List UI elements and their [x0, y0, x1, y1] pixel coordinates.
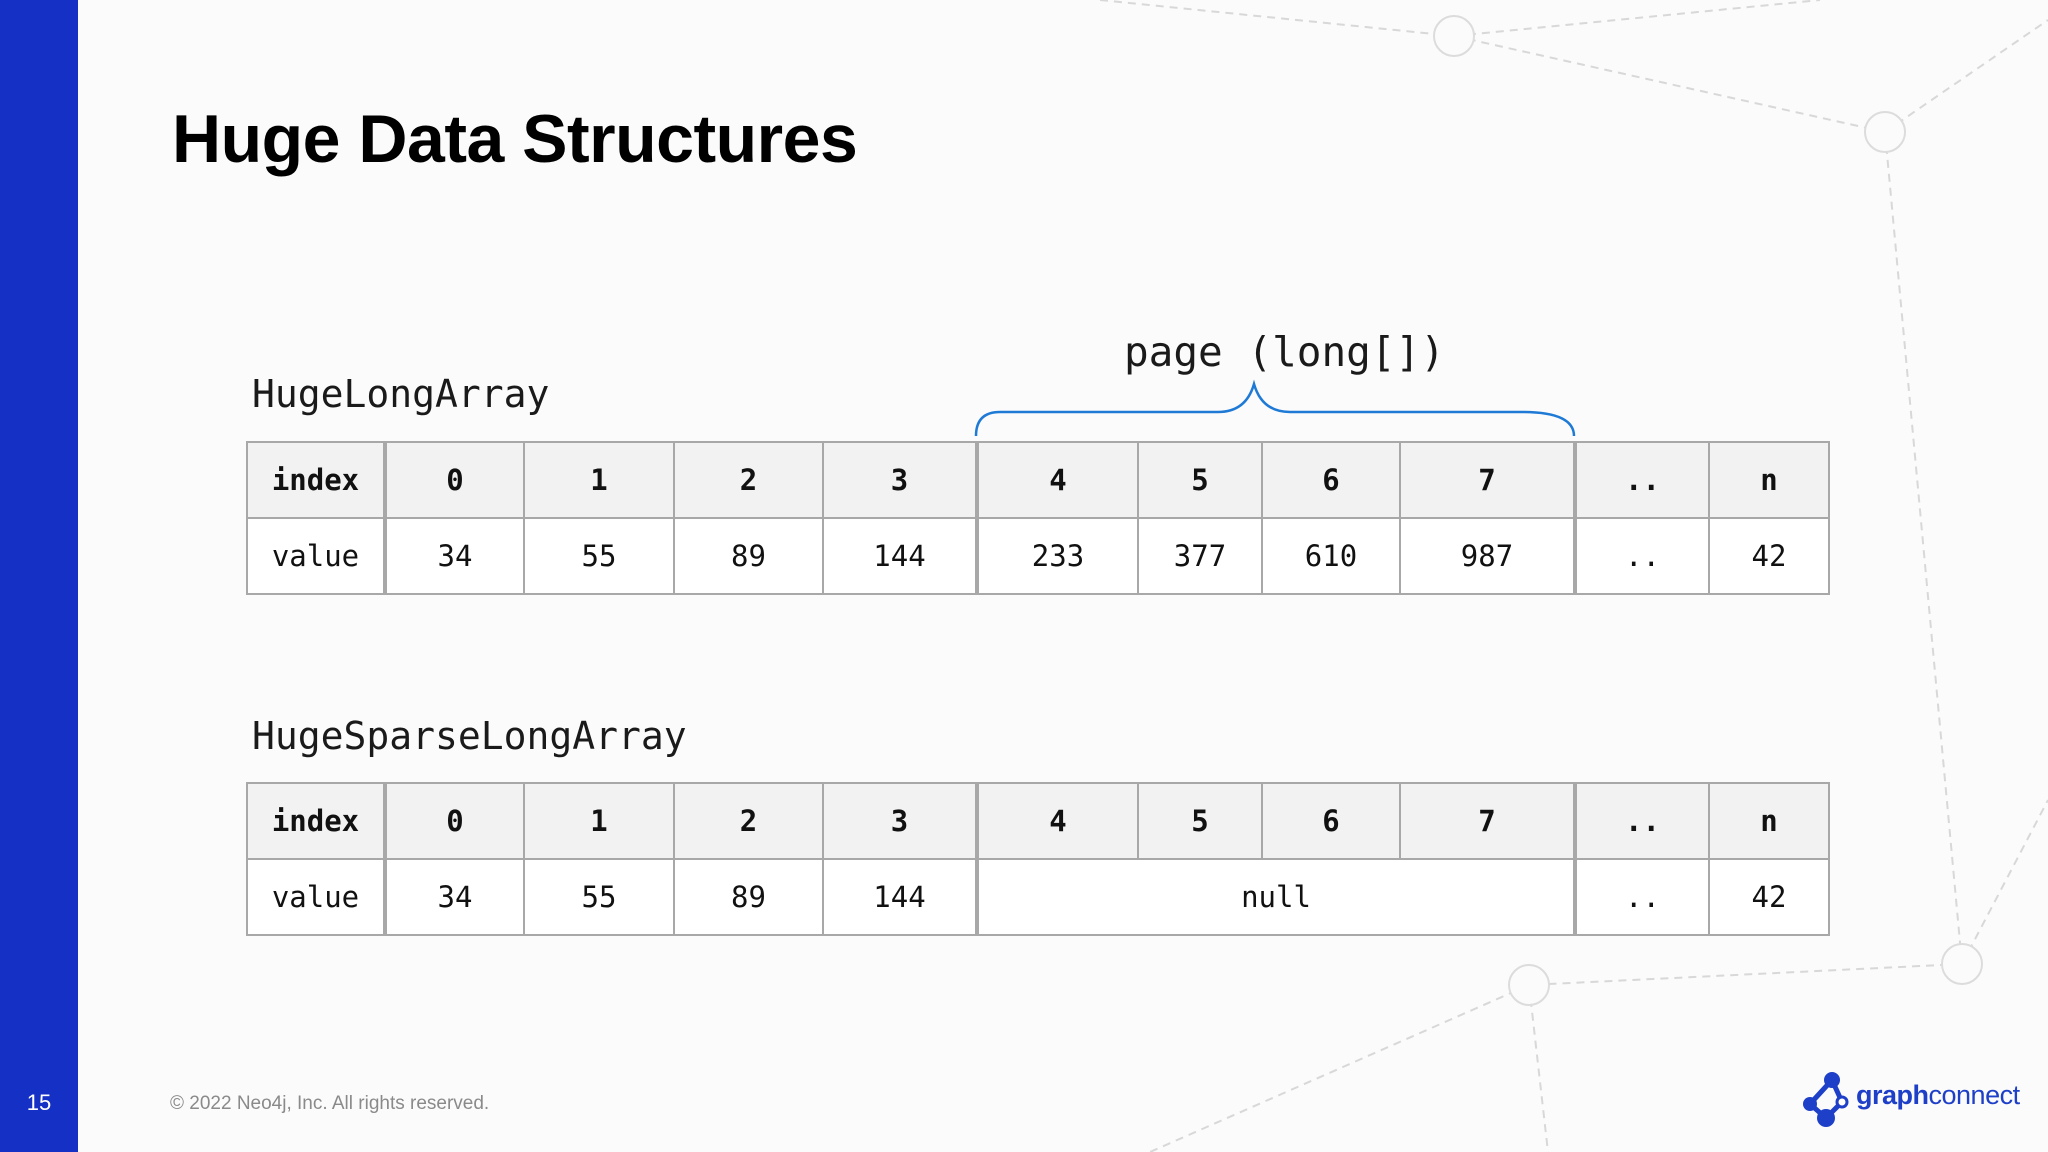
index-cell: .. [1574, 782, 1710, 860]
huge-sparse-long-array-label: HugeSparseLongArray [252, 714, 687, 758]
index-cell: 0 [384, 441, 525, 519]
value-header-cell: value [246, 858, 387, 936]
table-row-value: value 34 55 89 144 null .. 42 [246, 858, 1830, 936]
huge-long-array-label: HugeLongArray [252, 372, 550, 416]
index-cell: 1 [523, 782, 675, 860]
value-cell: 42 [1708, 517, 1830, 595]
index-cell: 4 [976, 782, 1139, 860]
index-cell: 2 [673, 441, 824, 519]
left-accent-bar [0, 0, 78, 1152]
value-cell: 610 [1261, 517, 1401, 595]
logo-wordmark-rest: connect [1928, 1080, 2021, 1110]
table-row-value: value 34 55 89 144 233 377 610 987 .. 42 [246, 517, 1830, 595]
index-cell: 1 [523, 441, 675, 519]
index-cell: 5 [1137, 782, 1263, 860]
value-cell: 144 [822, 858, 979, 936]
logo-wordmark-bold: graph [1856, 1080, 1929, 1110]
slide-number: 15 [26, 1090, 52, 1115]
table-row-index: index 0 1 2 3 4 5 6 7 .. n [246, 441, 1830, 519]
slide-title: Huge Data Structures [172, 101, 858, 177]
index-cell: 0 [384, 782, 525, 860]
index-cell: n [1708, 782, 1830, 860]
index-cell: .. [1574, 441, 1710, 519]
index-cell: 5 [1137, 441, 1263, 519]
value-cell: 144 [822, 517, 979, 595]
graphconnect-logo: graphconnect [1798, 1068, 2020, 1128]
value-cell: 55 [523, 517, 675, 595]
value-cell: 55 [523, 858, 675, 936]
null-page-cell: null [976, 858, 1577, 936]
copyright-footer: © 2022 Neo4j, Inc. All rights reserved. [170, 1093, 490, 1114]
value-cell: 42 [1708, 858, 1830, 936]
table-row-index: index 0 1 2 3 4 5 6 7 .. n [246, 782, 1830, 860]
value-cell: 377 [1137, 517, 1263, 595]
value-cell: 89 [673, 858, 824, 936]
page-brace [974, 379, 1576, 437]
huge-long-array-table: index 0 1 2 3 4 5 6 7 .. n value 34 55 8… [246, 441, 1830, 595]
index-cell: 3 [822, 782, 979, 860]
value-cell: 34 [384, 517, 525, 595]
index-cell: 7 [1399, 441, 1577, 519]
value-cell: 987 [1399, 517, 1577, 595]
value-cell: .. [1574, 858, 1710, 936]
index-cell: n [1708, 441, 1830, 519]
index-cell: 3 [822, 441, 979, 519]
page-annotation-label: page (long[]) [1124, 328, 1445, 376]
value-cell: 34 [384, 858, 525, 936]
value-cell: 89 [673, 517, 824, 595]
graph-molecule-icon [1803, 1072, 1849, 1127]
value-cell: .. [1574, 517, 1710, 595]
index-cell: 2 [673, 782, 824, 860]
index-header-cell: index [246, 782, 387, 860]
index-cell: 6 [1261, 782, 1401, 860]
index-cell: 7 [1399, 782, 1577, 860]
value-cell: 233 [976, 517, 1139, 595]
huge-sparse-long-array-table: index 0 1 2 3 4 5 6 7 .. n value 34 55 8… [246, 782, 1830, 936]
index-cell: 6 [1261, 441, 1401, 519]
index-cell: 4 [976, 441, 1139, 519]
value-header-cell: value [246, 517, 387, 595]
logo-wordmark: graphconnect [1856, 1080, 2020, 1111]
index-header-cell: index [246, 441, 387, 519]
